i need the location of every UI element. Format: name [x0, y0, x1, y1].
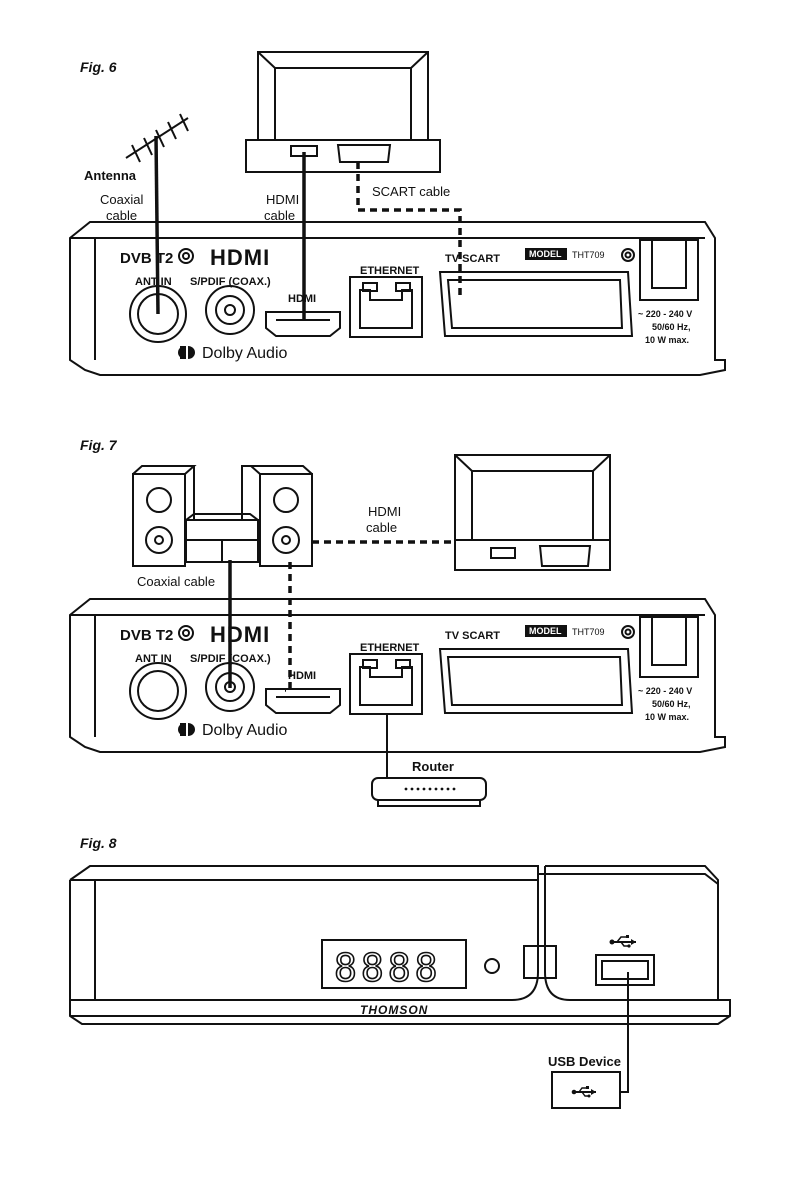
hdmi-logo: HDMI [210, 622, 270, 647]
power-line3: 10 W max. [645, 712, 689, 722]
figure-8: Fig. 8 8888 THOMSON [69, 835, 731, 1109]
fig7-title: Fig. 7 [80, 437, 118, 453]
fig6-title: Fig. 6 [80, 59, 117, 75]
power-line1: ~ 220 - 240 V [638, 686, 692, 696]
router-label: Router [412, 759, 454, 774]
figure-7: Fig. 7 HDMI cable Coax [69, 437, 726, 807]
fig6-hdmi-line1: HDMI [266, 192, 299, 207]
dvb-t2-logo: DVB T2 [120, 250, 173, 267]
power-line1: ~ 220 - 240 V [638, 309, 692, 319]
spdif-label: S/PDIF (COAX.) [190, 276, 271, 288]
fig7-hdmi-cable-down [285, 562, 292, 692]
usb-port-icon [609, 935, 636, 948]
fig6-tv [245, 51, 441, 173]
figure-6: Fig. 6 Antenna Coaxial cable HDMI cable … [69, 51, 726, 376]
antenna-label: Antenna [84, 168, 137, 183]
usb-device-symbol-icon [571, 1086, 596, 1098]
fig6-coaxial-line1: Coaxial [100, 192, 143, 207]
usb-cable [620, 972, 629, 1093]
ethernet-label: ETHERNET [360, 265, 420, 277]
brand-logo: THOMSON [360, 1003, 428, 1017]
ant-in-label: ANT IN [135, 276, 172, 288]
display-digits: 8888 [334, 946, 442, 990]
ethernet-label: ETHERNET [360, 642, 420, 654]
hdmi-logo: HDMI [210, 245, 270, 270]
model-number: THT709 [572, 627, 605, 637]
fig7-hdmi-line1: HDMI [368, 504, 401, 519]
dolby-audio-label: Dolby Audio [202, 722, 287, 739]
usb-device-label: USB Device [548, 1054, 621, 1069]
power-line3: 10 W max. [645, 335, 689, 345]
fig8-title: Fig. 8 [80, 835, 117, 851]
fig6-hdmi-line2: cable [264, 208, 295, 223]
hdmi-port-label: HDMI [288, 293, 316, 305]
ant-in-label: ANT IN [135, 653, 172, 665]
hdmi-port-label: HDMI [288, 670, 316, 682]
dvb-t2-logo: DVB T2 [120, 627, 173, 644]
fig6-coaxial-line2: cable [106, 208, 137, 223]
power-line2: 50/60 Hz, [652, 322, 691, 332]
tv-scart-label: TV SCART [445, 630, 500, 642]
fig6-rear-panel [69, 221, 726, 376]
fig7-coaxial-label: Coaxial cable [137, 574, 215, 589]
hifi-system-icon [132, 465, 313, 567]
tv-scart-label: TV SCART [445, 253, 500, 265]
fig7-panel-labels: DVB T2 HDMI ANT IN S/PDIF (COAX.) HDMI E… [120, 622, 692, 739]
model-tag: MODEL [529, 249, 562, 259]
fig6-scart-cable [356, 162, 462, 300]
fig6-panel-labels: DVB T2 HDMI ANT IN S/PDIF (COAX.) HDMI E… [120, 245, 692, 362]
model-tag: MODEL [529, 626, 562, 636]
dolby-audio-label: Dolby Audio [202, 345, 287, 362]
router-icon [371, 777, 487, 807]
fig7-hdmi-line2: cable [366, 520, 397, 535]
usb-device-icon [551, 1071, 621, 1109]
fig7-tv [454, 454, 611, 571]
fig7-rear-panel [69, 598, 726, 753]
power-line2: 50/60 Hz, [652, 699, 691, 709]
fig6-scart-cable-label: SCART cable [372, 184, 450, 199]
model-number: THT709 [572, 250, 605, 260]
front-panel: 8888 THOMSON [69, 865, 731, 1025]
antenna-icon [125, 113, 189, 315]
